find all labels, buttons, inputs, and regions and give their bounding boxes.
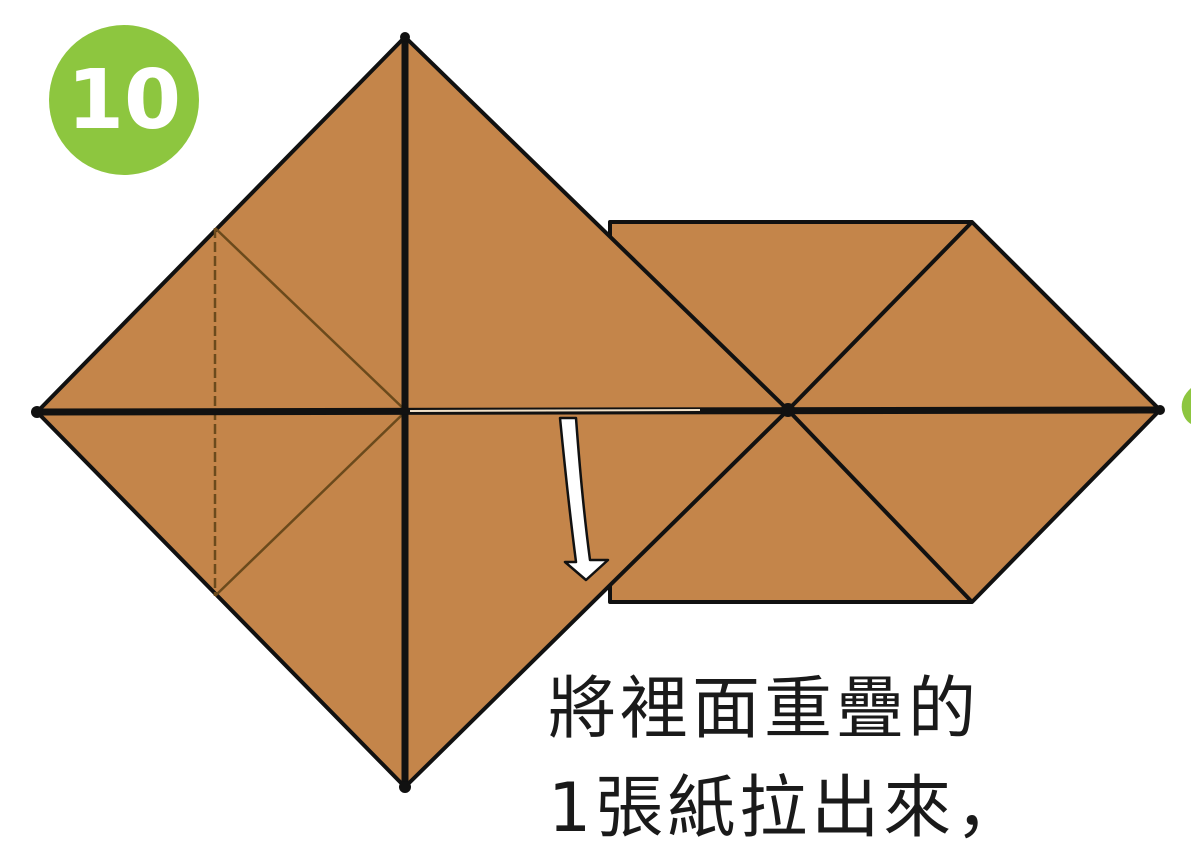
crease-right-upper xyxy=(786,220,974,412)
right-point xyxy=(1155,405,1165,415)
step-badge-circle xyxy=(49,25,199,175)
paper-model xyxy=(31,32,1165,793)
next-step-badge-edge xyxy=(1181,388,1191,424)
bottom-point xyxy=(399,781,411,793)
fold-guide-upper-diagonal xyxy=(214,227,406,411)
crease-right-lower xyxy=(786,408,974,604)
pull-arrow-shaft xyxy=(558,416,610,582)
top-point xyxy=(400,32,410,42)
left-point xyxy=(31,406,43,418)
crease-highlight xyxy=(409,409,701,412)
center-point xyxy=(781,403,795,417)
origami-step-diagram: 10 xyxy=(31,25,1191,793)
step-badge: 10 xyxy=(49,25,199,175)
pull-arrow-icon xyxy=(558,416,610,582)
instruction-line-2: 1張紙拉出來， xyxy=(548,769,1028,848)
instruction-line-1: 將裡面重疊的 xyxy=(548,670,981,749)
step-number: 10 xyxy=(67,53,181,148)
fold-guide-lower-diagonal xyxy=(214,411,406,597)
